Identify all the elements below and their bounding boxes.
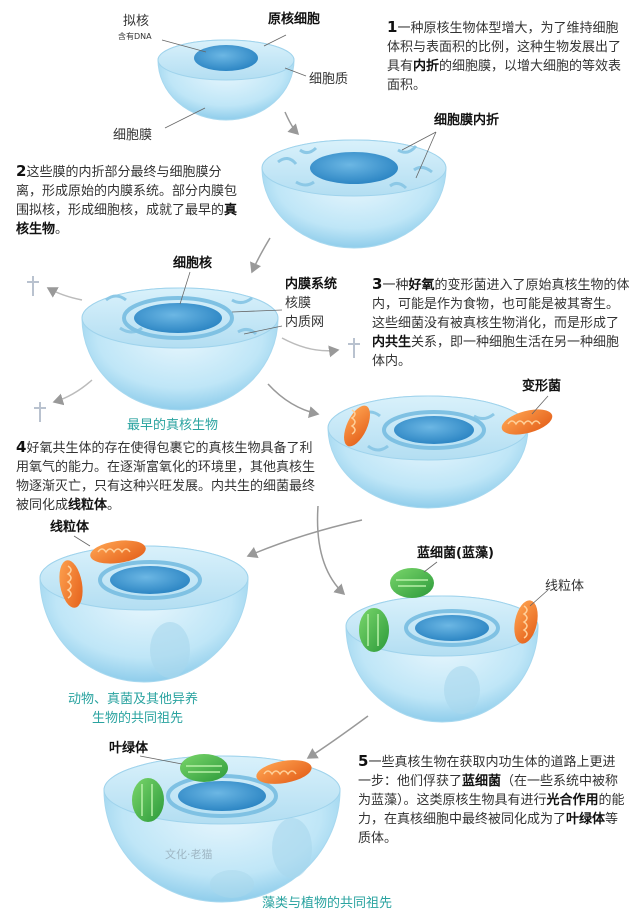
label-prokaryote: 原核细胞 (268, 12, 321, 27)
nucleus (394, 416, 474, 444)
early-eukaryote-cell (81, 287, 279, 411)
label-proteobacteria: 变形菌 (522, 379, 562, 394)
caption-heterotroph-2: 生物的共同祖先 (92, 711, 184, 726)
caption-first-eukaryote: 最早的真核生物 (127, 418, 219, 433)
label-chloroplast: 叶绿体 (109, 741, 149, 756)
label-endomembrane: 内膜系统 (285, 277, 338, 292)
step-5-text: 5一些真核生物在获取内功生体的道路上更进一步：他们俘获了蓝细菌（在一些系统中被称… (358, 752, 625, 846)
step-1-text: 1一种原核生物体型增大，为了维持细胞体积与表面积的比例，这种生物发展出了具有内折… (387, 18, 622, 93)
step-3-text: 3一种好氧的变形菌进入了原始真核生物的体内，可能是作为食物，也可能是被其寄生。这… (372, 275, 630, 369)
heterotroph-ancestor-cell (39, 545, 249, 683)
arrow-icon (284, 111, 300, 136)
nucleoid (310, 152, 398, 184)
step-2-text: 2这些膜的内折部分最终与细胞膜分离，形成原始的内膜系统。部分内膜包围拟核，形成细… (16, 162, 238, 237)
engulfing-cyanobacteria-cell (345, 595, 539, 723)
chloroplast (132, 778, 164, 822)
label-cyanobacteria: 蓝细菌(蓝藻) (417, 546, 494, 561)
label-mitochondria: 线粒体 (50, 520, 90, 535)
nucleus (134, 303, 222, 333)
cyanobacterium (390, 568, 434, 598)
label-infolding: 细胞膜内折 (434, 113, 500, 128)
label-er: 内质网 (285, 315, 325, 330)
chloroplast (180, 754, 228, 782)
engulfing-cell (327, 395, 529, 509)
watermark: 文化·老猫 (165, 848, 213, 861)
proteobacterium (501, 409, 553, 435)
arrow-icon (250, 237, 271, 274)
label-nucleus: 细胞核 (173, 256, 213, 271)
label-mitochondria-2: 线粒体 (545, 579, 585, 594)
label-nuclear-membrane: 核膜 (285, 296, 312, 311)
proteobacterium (344, 405, 370, 447)
nucleoid (194, 45, 258, 71)
label-membrane: 细胞膜 (113, 128, 153, 143)
label-nucleoid: 拟核 (123, 14, 150, 29)
cross-icon (27, 276, 39, 296)
arrow-icon (46, 287, 83, 301)
step-4-text: 4好氧共生体的存在使得包裹它的真核生物具备了利用氧气的能力。在逐渐富氧化的环境里… (16, 438, 316, 513)
infolding-cell (261, 139, 447, 249)
cyanobacterium (359, 608, 389, 652)
nucleus (178, 781, 266, 811)
arrow-icon (52, 379, 93, 406)
mitochondrion (514, 600, 538, 644)
label-cytoplasm: 细胞质 (309, 72, 349, 87)
plant-ancestor-cell (103, 755, 341, 903)
arrow-icon (306, 715, 369, 759)
cross-icon (34, 402, 46, 422)
label-nucleoid-sub: 含有DNA (118, 32, 152, 41)
nucleus (415, 615, 489, 641)
caption-plant-ancestor: 藻类与植物的共同祖先 (262, 896, 393, 911)
mitochondrion (90, 540, 146, 564)
nucleus (110, 566, 190, 594)
cross-icon (348, 338, 360, 358)
mitochondrion (256, 760, 312, 784)
arrow-icon (267, 383, 320, 418)
arrow-icon (246, 519, 363, 559)
caption-heterotroph-1: 动物、真菌及其他异养 (68, 692, 199, 707)
prokaryote-cell (157, 39, 295, 121)
arrow-icon (316, 505, 346, 596)
mitochondrion (59, 560, 83, 608)
arrow-icon (281, 337, 340, 358)
